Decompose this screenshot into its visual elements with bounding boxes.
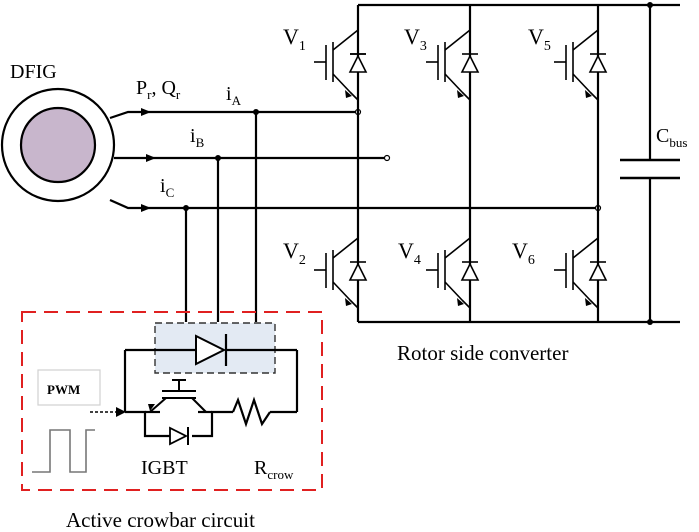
power-label: Pr, Qr (136, 77, 181, 102)
dfig-label: DFIG (10, 61, 57, 83)
crowbar-title: Active crowbar circuit (66, 508, 255, 532)
dfig-generator (0, 87, 116, 203)
switch-v1 (314, 5, 368, 112)
current-a-label: iA (226, 83, 242, 108)
switch-v2 (314, 237, 368, 309)
switch-v6-label: V6 (512, 238, 535, 268)
pwm-box (37, 369, 101, 406)
rotor-converter-label: Rotor side converter (397, 341, 568, 365)
switch-v4-label: V4 (398, 238, 421, 268)
crowbar-resistor (231, 396, 271, 428)
pwm-label: PWM (47, 382, 80, 397)
switch-v5-label: V5 (528, 24, 551, 54)
dc-bus-capacitor (620, 158, 680, 180)
pwm-waveform (32, 429, 95, 473)
current-b-label: iB (190, 125, 205, 150)
resistor-label: Rcrow (254, 457, 294, 482)
crowbar-box (21, 311, 323, 491)
rectifier-diode (125, 334, 297, 366)
switch-v1-label: V1 (283, 24, 306, 54)
switch-v4 (426, 237, 480, 309)
switch-v2-label: V2 (283, 238, 306, 268)
phase-lines (109, 108, 602, 322)
crowbar-wiring (123, 350, 299, 438)
current-c-label: iC (160, 175, 174, 200)
switch-v6 (554, 237, 608, 309)
crowbar-igbt (148, 379, 207, 413)
switch-v5 (554, 29, 608, 101)
crowbar-freewheel-diode (169, 426, 189, 446)
capacitor-label: Cbus (656, 125, 687, 150)
igbt-label: IGBT (141, 457, 188, 479)
dc-rails (356, 2, 680, 325)
switch-v3 (426, 29, 480, 101)
switch-v3-label: V3 (404, 24, 427, 54)
